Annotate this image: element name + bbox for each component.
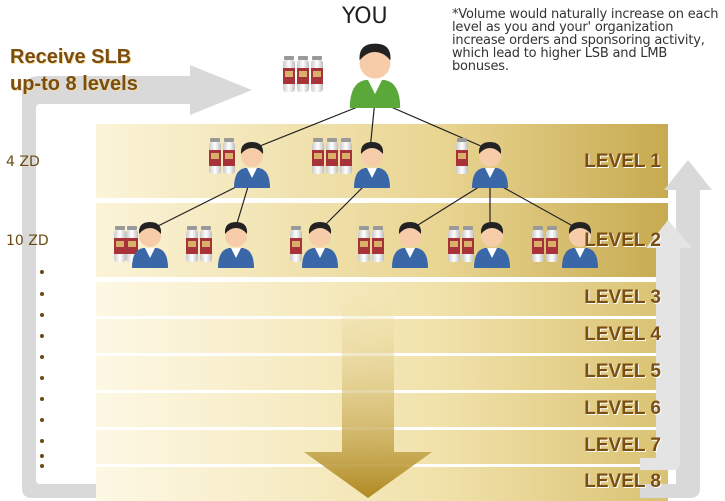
level-label-3: LEVEL 3 (584, 287, 661, 308)
level-label-6: LEVEL 6 (584, 398, 661, 419)
level-label-1: LEVEL 1 (584, 151, 661, 172)
dot (40, 313, 44, 317)
zd-level-2: 10 ZD (6, 233, 49, 249)
dot (40, 439, 44, 443)
level-label-7: LEVEL 7 (584, 435, 661, 456)
you-bottles (283, 56, 323, 92)
volume-note: *Volume would naturally increase on each… (452, 7, 719, 74)
you-person-icon (349, 43, 401, 108)
dot (40, 397, 44, 401)
you-label: YOU (342, 4, 388, 29)
level2-members (114, 222, 598, 268)
connector-lines (149, 99, 581, 231)
level-label-8: LEVEL 8 (584, 471, 661, 492)
dot (40, 270, 44, 274)
dot (40, 376, 44, 380)
dot (40, 355, 44, 359)
upward-arrows-right (640, 160, 712, 498)
level-label-2: LEVEL 2 (584, 230, 661, 251)
dot (40, 334, 44, 338)
growth-arrow (304, 290, 432, 498)
zd-level-1: 4 ZD (6, 154, 40, 170)
level-label-4: LEVEL 4 (584, 324, 661, 345)
receive-slb-title: Receive SLB up-to 8 levels (10, 44, 138, 98)
slb-line-1: Receive SLB (10, 46, 132, 68)
dot (40, 454, 44, 458)
slb-return-arrow (22, 65, 252, 498)
dot (40, 418, 44, 422)
dot (40, 464, 44, 468)
dot (40, 292, 44, 296)
level1-members (209, 138, 508, 188)
level-label-5: LEVEL 5 (584, 361, 661, 382)
slb-line-2: up-to 8 levels (10, 73, 138, 95)
